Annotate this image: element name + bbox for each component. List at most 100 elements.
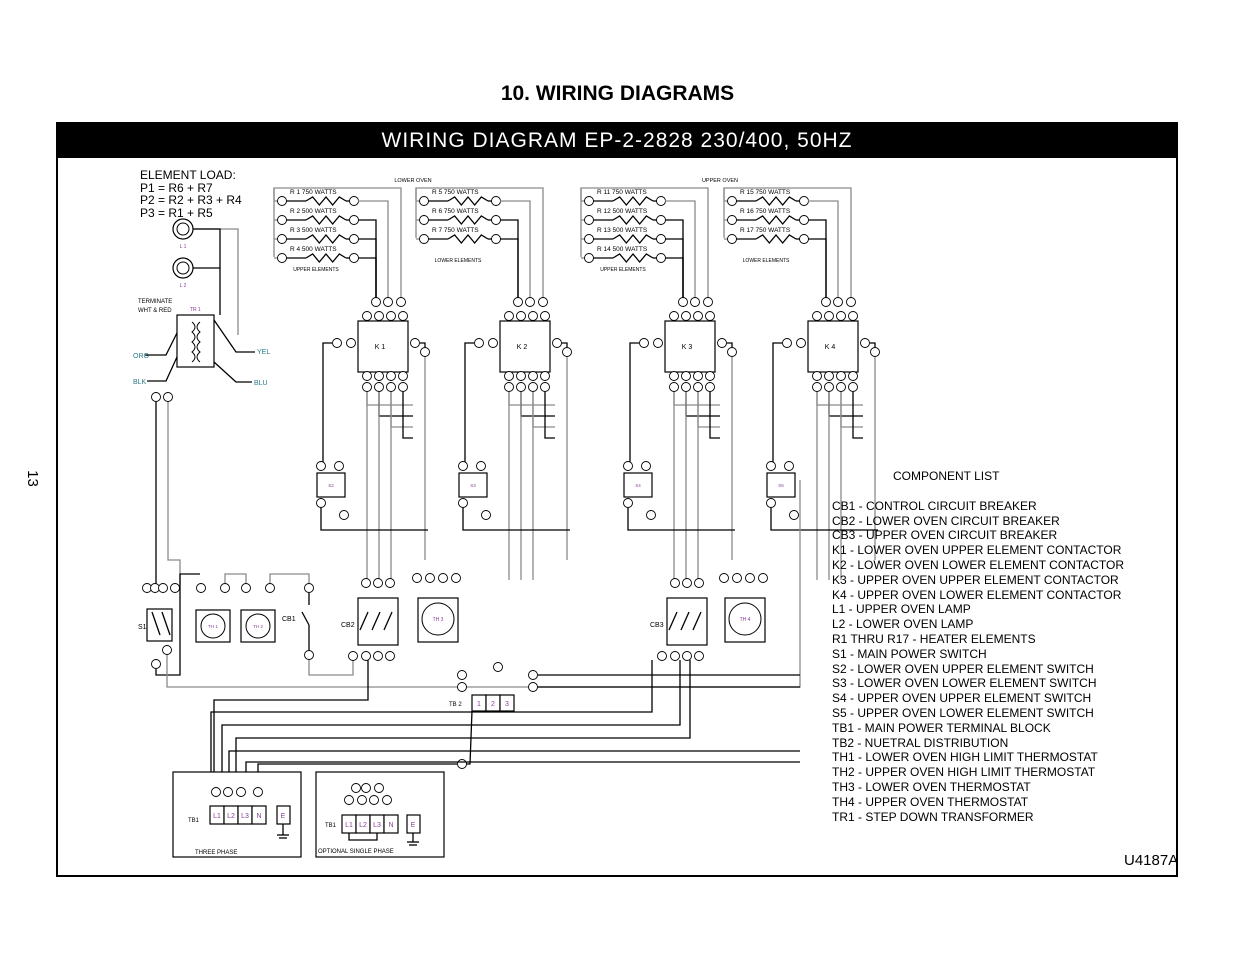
terminal bbox=[457, 682, 467, 692]
resistor-label: R 15 750 WATTS bbox=[740, 189, 791, 196]
component-list-item: K4 - UPPER OVEN LOWER ELEMENT CONTACTOR bbox=[832, 587, 1122, 602]
terminal bbox=[682, 651, 692, 661]
component-list-item: CB3 - UPPER OVEN CIRCUIT BREAKER bbox=[832, 528, 1058, 543]
lamp-label: L 1 bbox=[180, 244, 187, 250]
terminal bbox=[491, 215, 501, 225]
wire bbox=[816, 392, 863, 406]
thermostat-dial bbox=[728, 602, 762, 636]
tb2-terminal-label: 2 bbox=[491, 701, 495, 708]
terminal bbox=[451, 573, 461, 583]
contactor bbox=[357, 320, 409, 373]
tb1-terminal-label: L1 bbox=[213, 813, 221, 820]
terminal bbox=[681, 382, 691, 392]
terminal bbox=[848, 382, 858, 392]
wire bbox=[147, 356, 178, 382]
terminal bbox=[265, 583, 275, 593]
terminal bbox=[316, 498, 326, 508]
element-group-caption: LOWER ELEMENTS bbox=[743, 258, 790, 264]
terminal bbox=[799, 215, 809, 225]
terminal bbox=[641, 461, 651, 471]
terminal bbox=[493, 662, 503, 672]
resistor-element bbox=[305, 252, 347, 264]
wire bbox=[269, 573, 310, 583]
terminal bbox=[703, 297, 713, 307]
wire bbox=[770, 508, 878, 531]
thermostat-dial bbox=[245, 613, 271, 639]
terminal bbox=[670, 578, 680, 588]
component-list-item: S5 - UPPER OVEN LOWER ELEMENT SWITCH bbox=[832, 705, 1094, 720]
resistor-label: R 5 750 WATTS bbox=[432, 189, 479, 196]
wire bbox=[273, 187, 402, 298]
terminal bbox=[812, 311, 822, 321]
terminal bbox=[562, 347, 572, 357]
terminal bbox=[374, 311, 384, 321]
wire bbox=[692, 611, 702, 631]
thermostat-dial bbox=[421, 602, 455, 636]
terminal bbox=[396, 297, 406, 307]
element-load-line: P2 = R2 + R3 + R4 bbox=[140, 193, 242, 207]
tb1-terminal-label: N bbox=[256, 813, 261, 820]
terminal bbox=[848, 371, 858, 381]
terminal bbox=[623, 461, 633, 471]
terminal bbox=[504, 382, 514, 392]
terminal bbox=[656, 215, 666, 225]
lamp-l1 bbox=[172, 218, 194, 240]
wire bbox=[378, 392, 413, 417]
terminate-label: WHT & RED bbox=[138, 308, 172, 314]
wire bbox=[462, 508, 570, 531]
terminal bbox=[420, 347, 430, 357]
contactor-label: K 1 bbox=[375, 344, 386, 351]
terminal bbox=[362, 371, 372, 381]
terminal bbox=[151, 392, 161, 402]
terminal bbox=[653, 338, 663, 348]
component-list-item: S2 - LOWER OVEN UPPER ELEMENT SWITCH bbox=[832, 661, 1094, 676]
terminal bbox=[504, 371, 514, 381]
terminal bbox=[419, 215, 429, 225]
terminal bbox=[693, 371, 703, 381]
wire bbox=[697, 392, 720, 428]
terminal bbox=[163, 392, 173, 402]
element-load-line: P3 = R1 + R5 bbox=[140, 205, 213, 220]
wire bbox=[500, 200, 531, 298]
terminal bbox=[374, 783, 384, 793]
component-list-item: S1 - MAIN POWER SWITCH bbox=[832, 646, 987, 661]
wire bbox=[532, 392, 555, 428]
wire bbox=[348, 833, 378, 841]
component-list-item: TH1 - LOWER OVEN HIGH LIMIT THERMOSTAT bbox=[832, 750, 1098, 765]
terminal bbox=[540, 371, 550, 381]
terminal bbox=[419, 234, 429, 244]
component-list-item: L2 - LOWER OVEN LAMP bbox=[832, 617, 974, 632]
terminal bbox=[540, 311, 550, 321]
terminal bbox=[457, 670, 467, 680]
terminal bbox=[694, 651, 704, 661]
switch-label: S3 bbox=[470, 483, 476, 488]
terminal bbox=[504, 311, 514, 321]
contactor bbox=[664, 320, 716, 373]
wire bbox=[685, 392, 720, 417]
lamp-l2 bbox=[172, 257, 194, 279]
terminal bbox=[528, 371, 538, 381]
terminal bbox=[860, 338, 870, 348]
wire bbox=[166, 480, 801, 688]
terminal bbox=[789, 510, 799, 520]
tb2-terminal bbox=[499, 694, 515, 712]
component-list-item: TB1 - MAIN POWER TERMINAL BLOCK bbox=[832, 720, 1051, 735]
wire bbox=[808, 238, 827, 298]
resistor-element bbox=[305, 195, 347, 207]
wire bbox=[464, 342, 474, 470]
resistor-element bbox=[612, 252, 654, 264]
single-phase-label: OPTIONAL SINGLE PHASE bbox=[318, 849, 394, 855]
terminal bbox=[349, 253, 359, 263]
terminal bbox=[690, 297, 700, 307]
terminal bbox=[657, 651, 667, 661]
tr1-label: TR 1 bbox=[190, 307, 201, 313]
wire bbox=[772, 342, 782, 470]
wire bbox=[224, 573, 247, 583]
resistor-element bbox=[447, 195, 489, 207]
tb1-terminal-label: N bbox=[388, 822, 393, 829]
terminal bbox=[528, 670, 538, 680]
terminal bbox=[528, 682, 538, 692]
terminal bbox=[784, 461, 794, 471]
page-title: 10. WIRING DIAGRAMS bbox=[500, 82, 735, 105]
terminal bbox=[476, 461, 486, 471]
